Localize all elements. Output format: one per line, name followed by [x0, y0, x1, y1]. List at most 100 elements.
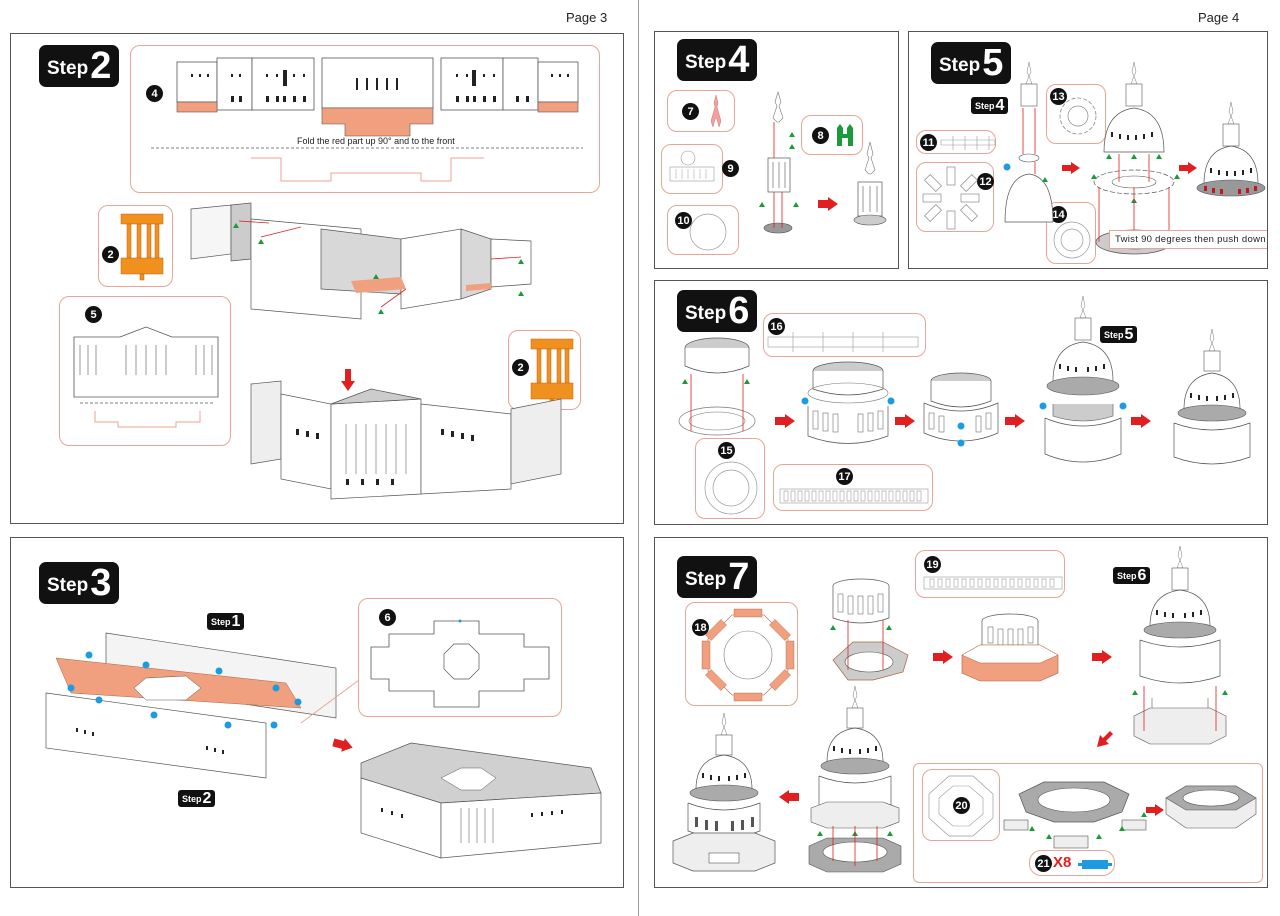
octagon-base-part-illustration — [701, 608, 795, 702]
step3-badge: Step 3 — [39, 562, 120, 604]
dome-on-drum-exploded-illustration — [1039, 295, 1127, 463]
red-arrow-right-icon — [1092, 650, 1112, 664]
red-arrow-right-icon — [775, 414, 795, 428]
strip-part-illustration — [940, 136, 996, 150]
twist-instruction: Twist 90 degrees then push down — [1109, 230, 1267, 249]
part17-callout: 17 — [773, 464, 933, 511]
page-number-right: Page 4 — [1198, 10, 1240, 25]
part-number-2: 2 — [102, 246, 119, 263]
step-number: 1 — [231, 613, 241, 630]
dome-segments-part-illustration — [922, 166, 980, 230]
part-number-6: 6 — [379, 609, 396, 626]
part-number-9: 9 — [722, 160, 739, 177]
capitol-dome-base-exploded-illustration — [808, 685, 902, 873]
step-number: 2 — [90, 45, 112, 87]
step-number: 7 — [728, 556, 750, 598]
step-number: 2 — [202, 790, 212, 807]
part-number-17: 17 — [836, 468, 853, 485]
orange-part-illustration — [530, 338, 574, 406]
blue-connector-part-icon — [1078, 860, 1112, 869]
step3-panel: Step 3 Step 1 Step 2 6 — [10, 537, 624, 888]
step5-reference-badge: Step 5 — [1100, 326, 1138, 343]
ring-plate-part-illustration — [704, 461, 758, 515]
part18-callout: 18 — [685, 602, 798, 706]
gear-ring-part-illustration — [1059, 97, 1097, 135]
base-octagon-assembled-illustration — [1165, 785, 1257, 829]
capitol-dome-final-illustration — [672, 712, 776, 872]
part-number-5: 5 — [85, 306, 102, 323]
dome-exploded-illustration — [1003, 61, 1054, 223]
step-word: Step — [975, 101, 995, 111]
callout-leader-line — [300, 679, 360, 724]
part-number-21: 21 — [1035, 855, 1052, 872]
spire-part-icon — [710, 94, 722, 128]
red-arrow-right-icon — [1131, 414, 1151, 428]
lantern-assembled-illustration — [853, 141, 887, 226]
colonnade-on-octagon-illustration — [961, 613, 1059, 682]
base-disc-part-illustration — [689, 213, 727, 251]
red-arrow-right-icon — [1179, 162, 1197, 174]
red-arrow-right-icon — [895, 414, 915, 428]
red-arrow-right-icon — [818, 197, 838, 211]
drum-flat-part-illustration — [669, 150, 715, 182]
part-number-8: 8 — [812, 127, 829, 144]
step-number: 5 — [982, 42, 1004, 84]
red-arrow-left-icon — [779, 790, 799, 804]
step-word: Step — [685, 52, 727, 73]
step-word: Step — [47, 575, 89, 596]
base-octagon-exploded-illustration — [1003, 781, 1147, 849]
green-connector-icon — [837, 124, 853, 146]
part2-right-callout: 2 — [508, 330, 581, 410]
red-arrow-right-icon — [1005, 414, 1025, 428]
step-word: Step — [939, 55, 981, 76]
red-arrow-right-icon — [1146, 804, 1164, 816]
facade-flat-illustration — [151, 57, 583, 182]
step-word: Step — [685, 303, 727, 324]
step5-badge: Step 5 — [931, 42, 1012, 84]
colonnade-assembled-illustration — [923, 372, 999, 447]
red-arrow-right-icon — [1062, 162, 1080, 174]
part-number-12: 12 — [977, 173, 994, 190]
colonnade-exploded-illustration — [801, 361, 895, 444]
part-number-10: 10 — [675, 212, 692, 229]
part-number-4: 4 — [146, 85, 163, 102]
dome-on-drum-assembled-illustration — [1173, 328, 1251, 465]
ring-part-illustration — [1053, 221, 1091, 259]
red-arrow-down-left-icon — [1097, 731, 1113, 747]
part20-callout: 20 — [922, 769, 1000, 841]
part4-callout: 4 — [130, 45, 600, 193]
octagon-frame-part-illustration — [928, 775, 994, 837]
part16-callout: 16 — [763, 313, 926, 357]
part-number-15: 15 — [718, 442, 735, 459]
step-number: 4 — [728, 39, 750, 81]
part-number-20: 20 — [953, 797, 970, 814]
fold-instruction: Fold the red part up 90° and to the fron… — [297, 136, 455, 146]
part8-callout: 8 — [801, 115, 863, 155]
part15-callout: 15 — [695, 438, 765, 519]
step-word: Step — [1104, 330, 1124, 340]
part9-callout: 9 — [661, 144, 739, 194]
part21-callout: 21 X8 — [1029, 850, 1115, 876]
part7-callout: 7 — [667, 90, 735, 132]
page-gutter — [638, 0, 639, 916]
part-number-2: 2 — [512, 359, 529, 376]
building-exploded-illustration — [190, 202, 532, 320]
part6-callout: 6 — [358, 598, 562, 717]
part10-callout: 10 — [667, 205, 739, 255]
step7-badge: Step 7 — [677, 556, 758, 598]
part11-callout: 11 — [916, 130, 996, 154]
step-number: 5 — [1124, 326, 1134, 343]
step-number: 4 — [995, 97, 1005, 114]
part-number-14: 14 — [1050, 206, 1067, 223]
step6-badge: Step 6 — [677, 290, 758, 332]
dome-stack-exploded-illustration — [1132, 545, 1228, 745]
step7-panel: Step 7 Step 6 18 19 — [654, 537, 1268, 888]
part-number-18: 18 — [692, 619, 709, 636]
part19-callout: 19 — [915, 550, 1065, 598]
base-assembly-callout: 20 21 X8 — [913, 763, 1263, 883]
step-number: 6 — [1137, 567, 1147, 584]
step4-panel: Step 4 7 8 9 10 — [654, 31, 899, 269]
part2-left-callout: 2 — [98, 205, 173, 287]
part-number-13: 13 — [1050, 88, 1067, 105]
step4-reference-badge: Step 4 — [971, 97, 1009, 114]
